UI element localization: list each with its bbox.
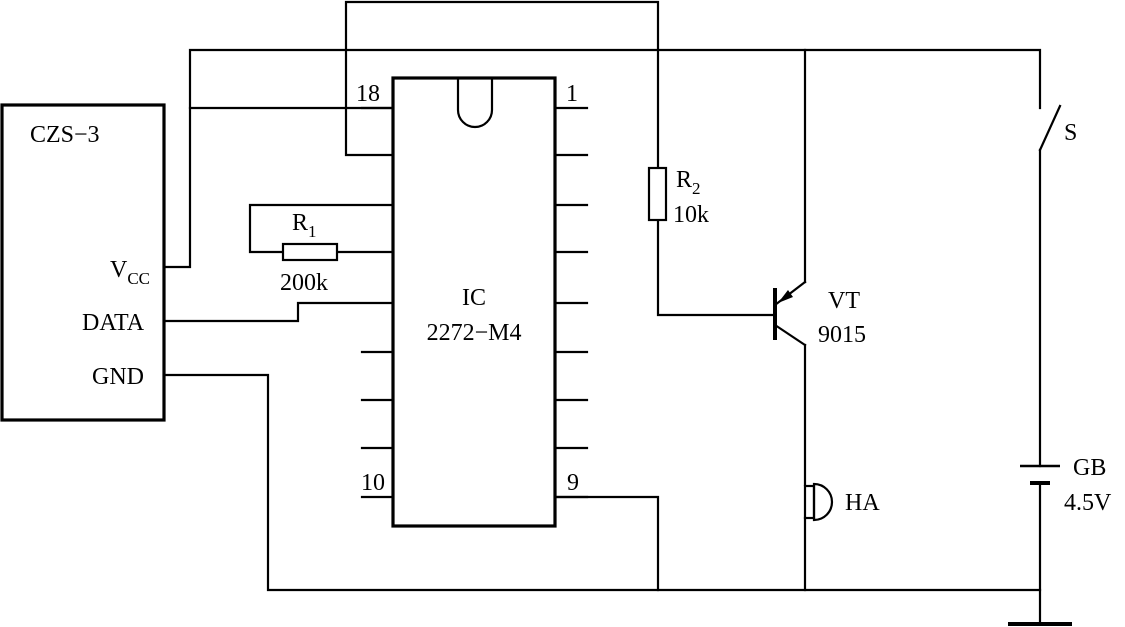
data-wire xyxy=(163,301,395,323)
resistor-r1: R1 200k xyxy=(280,210,339,296)
ic-right-pins xyxy=(553,106,589,499)
r2-value: 10k xyxy=(673,202,709,228)
r2-label: R2 xyxy=(676,167,701,198)
battery-gb: GB 4.5V xyxy=(1020,455,1112,516)
ic-name: IC xyxy=(462,285,486,311)
buzzer-ha: HA xyxy=(803,482,880,522)
ic-left-pins xyxy=(360,106,395,499)
module-name: CZS−3 xyxy=(30,122,100,148)
buzzer-body xyxy=(803,484,816,520)
r1-loop-wire xyxy=(248,203,395,254)
ic-2272: 18 1 10 9 IC 2272−M4 xyxy=(356,76,589,528)
r1-value: 200k xyxy=(280,270,328,296)
ic-pin-9-label: 9 xyxy=(567,470,579,496)
buzzer-dome xyxy=(812,482,834,522)
wiring xyxy=(163,0,1042,626)
battery-label: GB xyxy=(1073,455,1106,481)
ic-pin-18-label: 18 xyxy=(356,81,380,107)
switch-blade xyxy=(1038,104,1062,152)
gnd-pin-label: GND xyxy=(92,364,144,390)
buzzer-label: HA xyxy=(845,490,880,516)
battery-voltage: 4.5V xyxy=(1064,490,1112,516)
ic-notch xyxy=(456,76,494,129)
r1-label: R1 xyxy=(292,210,317,241)
data-pin-label: DATA xyxy=(82,310,145,336)
r2-body xyxy=(647,166,668,222)
ic-part-number: 2272−M4 xyxy=(427,320,522,346)
transistor-emitter-arrow xyxy=(778,290,793,303)
transistor-collector xyxy=(773,323,807,347)
transistor-part: 9015 xyxy=(818,322,866,348)
transistor-vt: VT 9015 xyxy=(773,280,866,348)
transistor-name: VT xyxy=(828,288,860,314)
sensor-module-box xyxy=(0,103,166,422)
supply-rail-wire xyxy=(163,48,1042,269)
pin9-ground-wire xyxy=(553,495,660,592)
switch-s: S xyxy=(1038,104,1077,152)
ic-body xyxy=(391,76,557,528)
ground-rail-wire xyxy=(163,373,1042,592)
r2-to-base-wire xyxy=(656,218,777,317)
vcc-pin-label: VCC xyxy=(110,257,150,288)
r1-body xyxy=(281,242,339,262)
switch-label: S xyxy=(1064,120,1077,146)
ic-pin-10-label: 10 xyxy=(361,470,385,496)
sensor-module: CZS−3 VCC DATA GND xyxy=(0,103,166,422)
resistor-r2: R2 10k xyxy=(647,166,709,228)
ic-pin-1-label: 1 xyxy=(566,81,578,107)
ic-to-r2-wire xyxy=(344,0,660,170)
